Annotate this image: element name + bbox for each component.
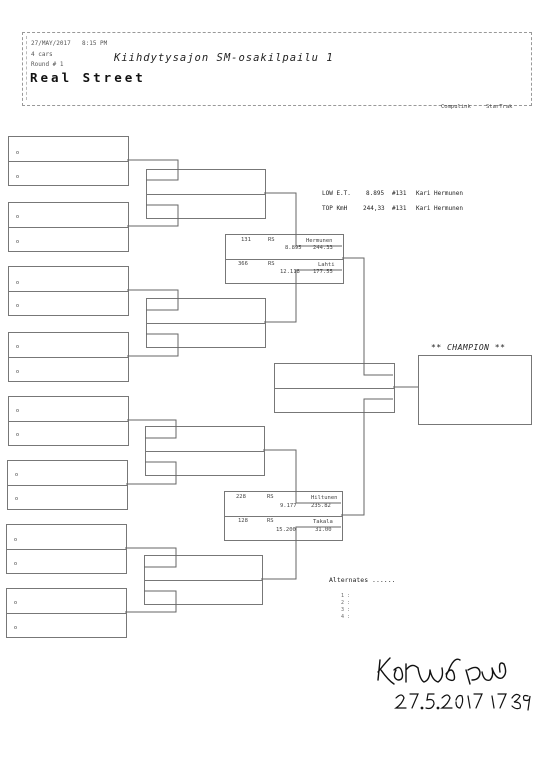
- seed-marker: o: [16, 303, 20, 309]
- low-et-car: #131: [392, 190, 407, 197]
- seed-marker: o: [14, 625, 18, 631]
- sf1-top-car: 131: [241, 237, 251, 243]
- round1-pair-2: [8, 202, 129, 252]
- sf2-bottom-tag: RS: [267, 518, 274, 524]
- round1-pair-5: [8, 396, 129, 446]
- seed-marker: o: [16, 150, 20, 156]
- alternate-slot: 3 :: [341, 607, 351, 613]
- champion-box: [418, 355, 532, 425]
- seed-marker: o: [16, 408, 20, 414]
- semifinal-2: [224, 491, 343, 541]
- round2-pair-1: [146, 169, 266, 219]
- final-pair: [274, 363, 395, 413]
- round1-pair-3: [8, 266, 129, 316]
- round1-pair-8: [6, 588, 127, 638]
- seed-marker: o: [14, 600, 18, 606]
- sf2-bottom-et: 15.200: [276, 527, 296, 533]
- low-et-value: 8.895: [366, 190, 385, 197]
- sf1-top-speed: 244.33: [313, 245, 333, 251]
- low-et-driver: Kari Hermunen: [416, 190, 463, 197]
- round2-pair-2: [146, 298, 266, 348]
- sf1-top-et: 8.895: [285, 245, 302, 251]
- header-time: 8:15 PM: [82, 40, 108, 47]
- top-kmh-value: 244,33: [363, 205, 385, 212]
- sf1-bottom-name: Lahti: [318, 262, 335, 268]
- sf2-bottom-speed: 31.00: [315, 527, 332, 533]
- seed-marker: o: [16, 174, 20, 180]
- header-cars: 4 cars: [31, 51, 53, 58]
- low-et-label: LOW E.T.: [322, 190, 351, 197]
- alternate-slot: 2 :: [341, 600, 351, 606]
- header-frame: [22, 32, 532, 106]
- round1-pair-4: [8, 332, 129, 382]
- sf1-bottom-et: 12.118: [280, 269, 300, 275]
- seed-marker: o: [15, 496, 19, 502]
- top-kmh-driver: Kari Hermunen: [416, 205, 463, 212]
- handwritten-signature: [377, 657, 531, 711]
- seed-marker: o: [16, 369, 20, 375]
- alternates-label: Alternates ......: [329, 576, 396, 584]
- header-date: 27/MAY/2017: [31, 40, 71, 47]
- class-name: Real Street: [30, 70, 146, 85]
- vendor-left: Compulink: [441, 104, 471, 110]
- champion-label: ** CHAMPION **: [431, 343, 506, 352]
- sf2-bottom-name: Takala: [313, 519, 333, 525]
- event-title: Kiihdytysajon SM-osakilpailu 1: [114, 52, 334, 64]
- semifinal-1: [225, 234, 344, 284]
- seed-marker: o: [16, 239, 20, 245]
- sf2-bottom-car: 128: [238, 518, 248, 524]
- sf2-top-et: 9.177: [280, 503, 297, 509]
- vendor-right: StarTrak: [486, 104, 513, 110]
- top-kmh-label: TOP KmH: [322, 205, 348, 212]
- header-round: Round # 1: [31, 61, 64, 68]
- seed-marker: o: [16, 344, 20, 350]
- sf1-bottom-car: 366: [238, 261, 248, 267]
- sf1-top-name: Hermunen: [306, 238, 333, 244]
- seed-marker: o: [14, 537, 18, 543]
- header-inner-frame: [26, 36, 527, 100]
- round1-pair-7: [6, 524, 127, 574]
- seed-marker: o: [16, 432, 20, 438]
- seed-marker: o: [14, 561, 18, 567]
- alternate-slot: 4 :: [341, 614, 351, 620]
- sf1-bottom-speed: 177.55: [313, 269, 333, 275]
- alternates-list: 1 : 2 : 3 : 4 :: [341, 593, 350, 621]
- seed-marker: o: [15, 472, 19, 478]
- sf1-bottom-tag: RS: [268, 261, 275, 267]
- round1-pair-1: [8, 136, 129, 186]
- seed-marker: o: [16, 280, 20, 286]
- round2-pair-3: [145, 426, 265, 476]
- round2-pair-4: [144, 555, 263, 605]
- alternate-slot: 1 :: [341, 593, 351, 599]
- sf2-top-tag: RS: [267, 494, 274, 500]
- sf2-top-car: 228: [236, 494, 246, 500]
- top-kmh-car: #131: [392, 205, 407, 212]
- seed-marker: o: [16, 214, 20, 220]
- sf2-top-name: Hiltunen: [311, 495, 338, 501]
- sf1-top-tag: RS: [268, 237, 275, 243]
- round1-pair-6: [7, 460, 128, 510]
- sf2-top-speed: 235.82: [311, 503, 331, 509]
